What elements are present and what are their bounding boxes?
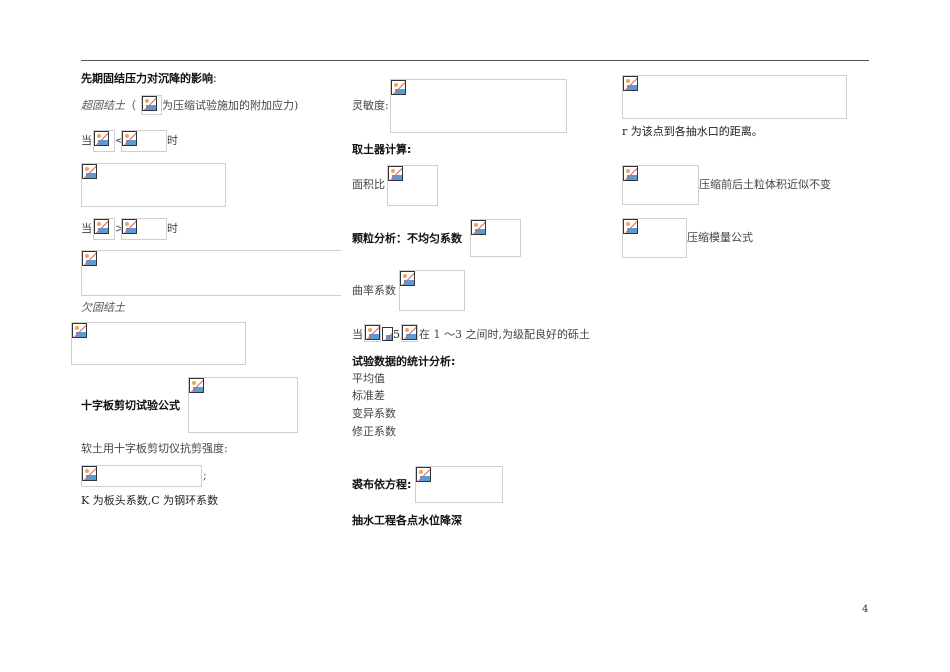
stats-heading: 试验数据的统计分析: bbox=[352, 355, 456, 368]
broken-image-icon bbox=[416, 467, 431, 482]
when-prefix-cu: 当 bbox=[352, 328, 363, 341]
well-graded-note: 在 1 ～3 之间时,为级配良好的砾土 bbox=[419, 328, 590, 341]
formula-image-p0pz-lt bbox=[121, 130, 167, 152]
preconsolidation-heading: 先期固结压力对沉降的影响: bbox=[81, 72, 217, 86]
formula-image-cu bbox=[364, 324, 381, 342]
curvature-label: 曲率系数 bbox=[352, 284, 396, 297]
broken-image-icon bbox=[402, 325, 417, 340]
formula-image-geq bbox=[382, 327, 393, 341]
formula-image-dupuit bbox=[415, 466, 503, 503]
stats-item-cv: 变异系数 bbox=[352, 407, 396, 420]
formula-image-cc bbox=[401, 324, 418, 342]
formula-image-p0 bbox=[141, 95, 162, 115]
k-c-coefficient-note: K 为板头系数,C 为钢环系数 bbox=[81, 494, 219, 507]
formula-image-volume bbox=[622, 165, 699, 205]
formula-image-pc-gt bbox=[93, 218, 115, 240]
drawdown-heading: 抽水工程各点水位降深 bbox=[352, 514, 462, 527]
dupuit-heading: 裘布依方程: bbox=[352, 478, 412, 491]
less-than-sign: < bbox=[115, 134, 125, 147]
broken-image-icon bbox=[623, 76, 638, 91]
stats-item-mean: 平均值 bbox=[352, 372, 385, 385]
when-suffix-lt: 时 bbox=[167, 134, 178, 147]
formula-image-p0pz-gt bbox=[121, 218, 167, 240]
broken-image-icon bbox=[94, 131, 109, 146]
broken-image-icon bbox=[94, 219, 109, 234]
over-consolidated-line: 超固结土（ bbox=[81, 99, 136, 113]
heading-text: 先期固结压力对沉降的影响 bbox=[81, 72, 213, 85]
r-distance-note: r 为该点到各抽水口的距离。 bbox=[622, 125, 763, 138]
formula-image-pc-lt bbox=[93, 130, 115, 152]
broken-image-icon bbox=[391, 80, 406, 95]
five-comma: 5, bbox=[393, 328, 404, 341]
broken-image-icon bbox=[400, 271, 415, 286]
broken-image-icon bbox=[82, 251, 97, 266]
heading-colon: : bbox=[213, 72, 217, 85]
broken-image-icon bbox=[122, 131, 137, 146]
broken-image-icon bbox=[623, 219, 638, 234]
grain-analysis-heading: 颗粒分析：不均匀系数 bbox=[352, 232, 462, 245]
page-number: 4 bbox=[862, 604, 869, 615]
broken-image-icon bbox=[382, 327, 393, 341]
broken-image-icon bbox=[471, 220, 486, 235]
broken-image-icon bbox=[365, 325, 380, 340]
greater-than-sign: > bbox=[115, 222, 125, 235]
broken-image-icon bbox=[623, 166, 638, 181]
stats-item-correction: 修正系数 bbox=[352, 425, 396, 438]
formula-image-area-ratio bbox=[387, 165, 438, 206]
header-rule bbox=[81, 60, 869, 61]
stats-item-std-dev: 标准差 bbox=[352, 389, 385, 402]
paren-open: （ bbox=[125, 99, 136, 112]
volume-constant-note: 压缩前后土粒体积近似不变 bbox=[699, 178, 831, 191]
sensitivity-label: 灵敏度: bbox=[352, 99, 389, 112]
additional-stress-note: 为压缩试验施加的附加应力) bbox=[162, 99, 299, 112]
broken-image-icon bbox=[72, 323, 87, 338]
over-consolidated-label: 超固结土 bbox=[81, 99, 125, 112]
column-1-clip bbox=[0, 0, 341, 672]
compression-modulus-note: 压缩模量公式 bbox=[687, 231, 753, 244]
formula-image-settlement-1 bbox=[81, 163, 226, 207]
formula-image-modulus bbox=[622, 218, 687, 258]
broken-image-icon bbox=[142, 96, 157, 111]
when-suffix-gt: 时 bbox=[167, 222, 178, 235]
broken-image-icon bbox=[82, 164, 97, 179]
formula-image-settlement-3 bbox=[71, 322, 246, 365]
area-ratio-label: 面积比 bbox=[352, 178, 385, 191]
when-prefix-lt: 当 bbox=[81, 134, 92, 147]
broken-image-icon bbox=[122, 219, 137, 234]
under-consolidated-label: 欠固结土 bbox=[81, 301, 125, 314]
formula-image-vane-shear bbox=[188, 377, 298, 433]
broken-image-icon bbox=[189, 378, 204, 393]
broken-image-icon bbox=[388, 166, 403, 181]
soft-soil-strength-text: 软土用十字板剪切仪抗剪强度: bbox=[81, 442, 228, 455]
vane-shear-heading: 十字板剪切试验公式 bbox=[81, 399, 180, 412]
broken-image-icon bbox=[82, 466, 97, 481]
when-prefix-gt: 当 bbox=[81, 222, 92, 235]
formula-image-curvature bbox=[399, 270, 465, 311]
formula-image-uniformity bbox=[470, 219, 521, 257]
formula-image-settlement-2 bbox=[81, 250, 341, 296]
semicolon: ; bbox=[203, 469, 207, 482]
formula-image-shear-strength bbox=[81, 465, 202, 487]
formula-image-drawdown bbox=[622, 75, 847, 119]
sampler-heading: 取土器计算: bbox=[352, 143, 412, 156]
formula-image-sensitivity bbox=[390, 79, 567, 133]
